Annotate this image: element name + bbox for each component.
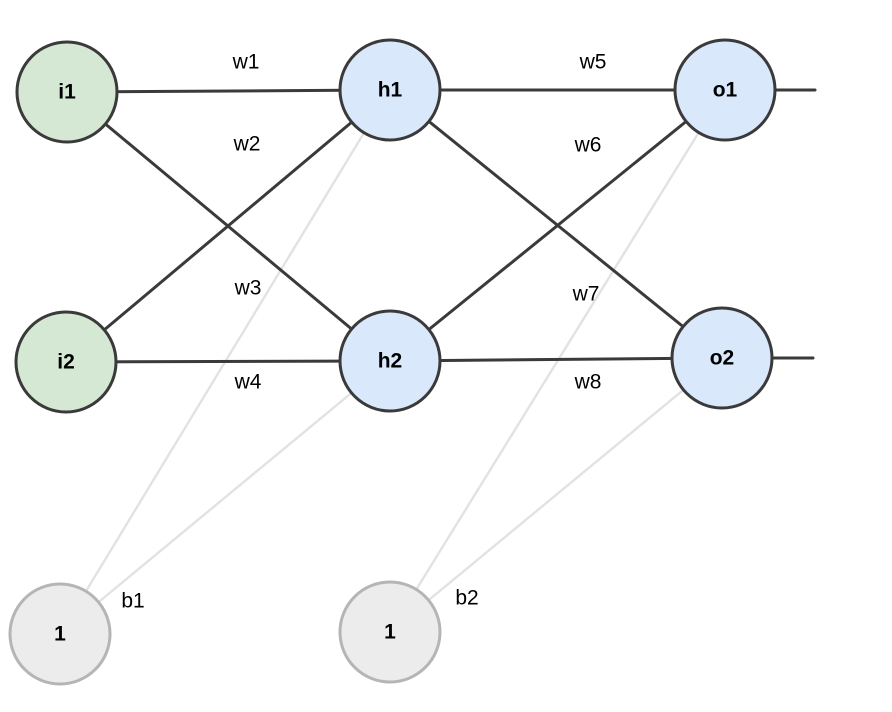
node-label-b2: 1 — [384, 621, 396, 644]
weight-label-w5: w5 — [579, 51, 607, 74]
edge-i2-h1 — [64, 88, 392, 364]
node-h2 — [338, 309, 442, 413]
edge-i1-h1 — [65, 88, 392, 94]
edge-h1-o2 — [388, 88, 724, 360]
node-label-b1: 1 — [54, 623, 66, 646]
node-label-i1: i1 — [58, 81, 76, 104]
node-o2 — [670, 306, 774, 410]
weight-label-w6: w6 — [574, 134, 602, 157]
weight-label-w8: w8 — [574, 371, 602, 394]
weight-label-w3: w3 — [234, 277, 262, 300]
weight-label-b1: b1 — [121, 590, 144, 613]
node-label-o2: o2 — [710, 347, 735, 370]
weight-label-b2: b2 — [455, 587, 478, 610]
edge-i2-h2 — [64, 359, 392, 364]
weight-label-w1: w1 — [232, 51, 260, 74]
node-b2 — [338, 580, 442, 684]
edge-b2-o1 — [388, 88, 727, 634]
node-label-i2: i2 — [57, 351, 75, 374]
weight-label-w4: w4 — [234, 371, 262, 394]
weight-label-w2: w2 — [233, 133, 261, 156]
node-label-o1: o1 — [713, 79, 738, 102]
weight-label-w7: w7 — [572, 283, 600, 306]
node-label-h1: h1 — [378, 79, 403, 102]
node-b1 — [8, 582, 112, 686]
node-i1 — [15, 40, 119, 144]
node-o1 — [673, 38, 777, 142]
node-label-h2: h2 — [378, 350, 403, 373]
edge-h2-o1 — [388, 88, 727, 363]
node-h1 — [338, 38, 442, 142]
edge-h2-o2 — [388, 356, 724, 363]
edge-b1-h2 — [58, 359, 392, 636]
edge-b2-o2 — [388, 356, 724, 634]
node-i2 — [14, 310, 118, 414]
